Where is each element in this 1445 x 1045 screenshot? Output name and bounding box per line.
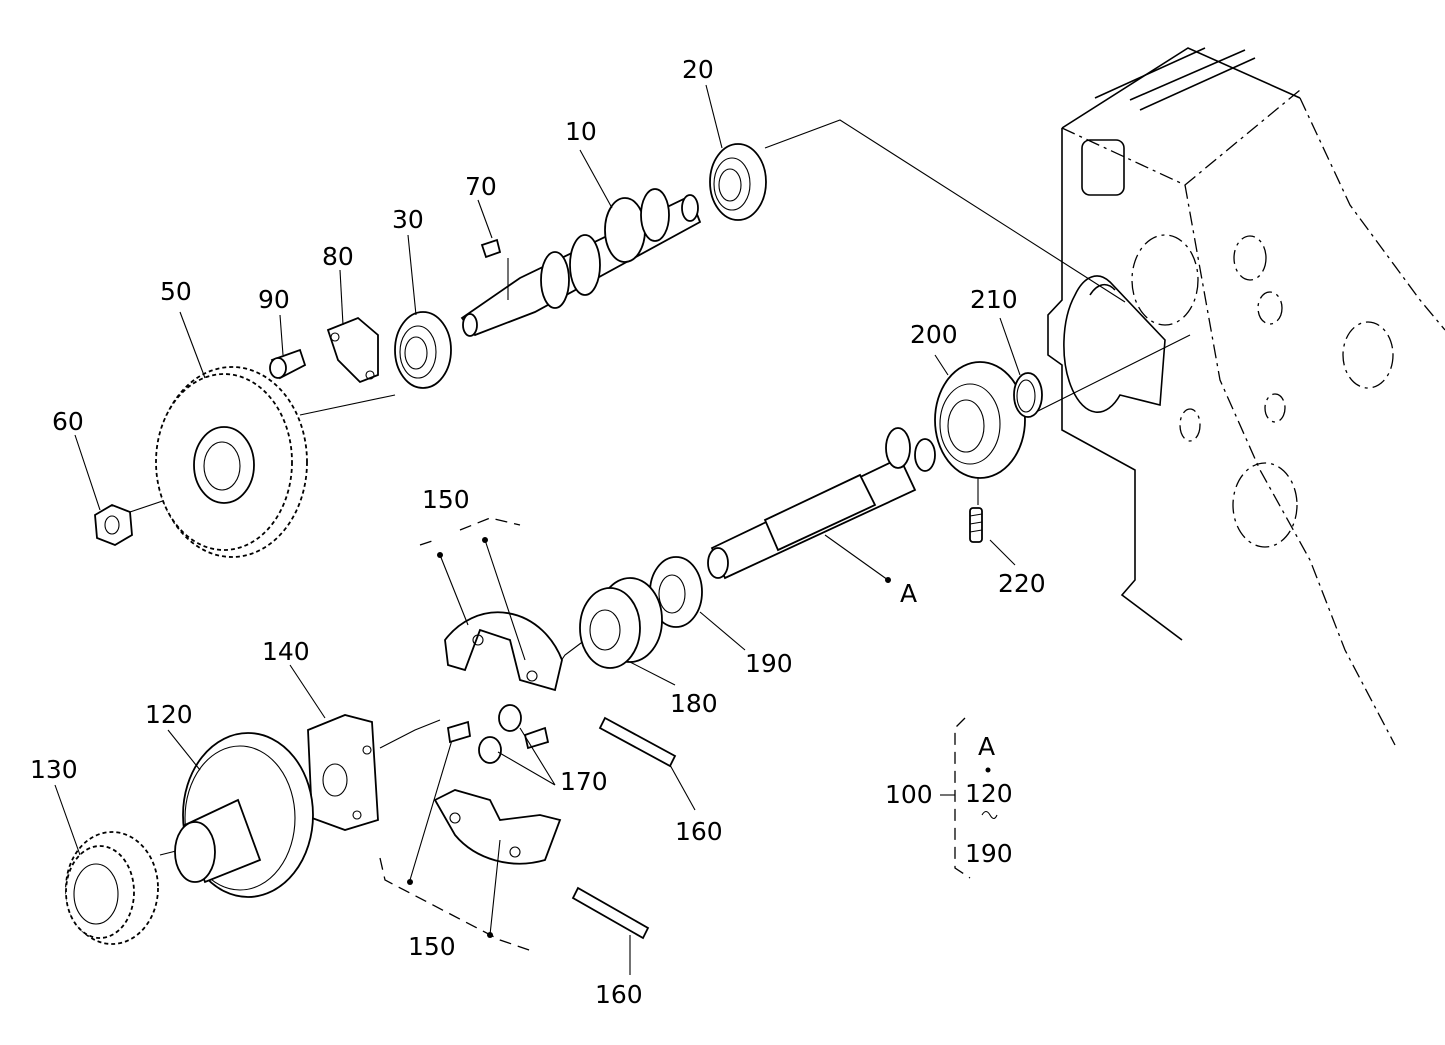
pin-160-upper [598,716,677,768]
label-20: 20 [682,55,714,84]
label-70: 70 [465,172,497,201]
label-10: 10 [565,117,597,146]
legend-line-3: 190 [965,839,1013,868]
camshaft [460,188,702,337]
bearing-200 [934,361,1026,479]
dot [407,879,413,885]
leader-170 [497,727,556,786]
pin-leader-lines [409,539,526,936]
label-200: 200 [910,320,958,349]
dot [437,552,443,558]
label-30: 30 [392,205,424,234]
screw-220 [969,507,983,543]
legend-bracket [940,717,998,879]
weight-150-lower [433,789,562,865]
pin-160-lower [571,886,650,940]
label-80: 80 [322,242,354,271]
nut-60 [94,504,133,546]
label-150-lower: 150 [408,932,456,961]
label-90: 90 [258,285,290,314]
label-A: A [900,579,917,608]
dot [482,537,488,543]
bracket-150-lower [379,857,536,953]
label-160-lower: 160 [595,980,643,1009]
label-120: 120 [145,700,193,729]
label-190: 190 [745,649,793,678]
label-180: 180 [670,689,718,718]
bearing-30 [394,311,452,389]
bracket-150-upper [419,517,521,546]
snap-ring-210 [1013,372,1043,418]
legend-line-2: 120 [965,779,1013,808]
label-140: 140 [262,637,310,666]
label-210: 210 [970,285,1018,314]
collars-170 [446,704,550,764]
label-160-upper: 160 [675,817,723,846]
gear-130 [65,831,159,945]
bearing-20 [709,143,767,221]
hub-120 [174,732,314,898]
gear-50 [155,366,308,558]
label-220: 220 [998,569,1046,598]
plate-80 [326,316,379,384]
label-170: 170 [560,767,608,796]
axis-lines [69,119,1191,916]
flange-140 [307,714,379,831]
legend-ref-100: 100 [885,780,933,809]
governor-shaft [707,427,936,580]
weight-150-upper [444,611,563,692]
bolt-90 [269,348,307,380]
label-50: 50 [160,277,192,306]
engine-block [1047,47,1445,746]
label-leaders [54,84,1021,975]
label-150-upper: 150 [422,485,470,514]
label-130: 130 [30,755,78,784]
label-60: 60 [52,407,84,436]
dot [487,932,493,938]
sleeve-180 [579,577,663,669]
legend-line-1: A [978,732,995,761]
